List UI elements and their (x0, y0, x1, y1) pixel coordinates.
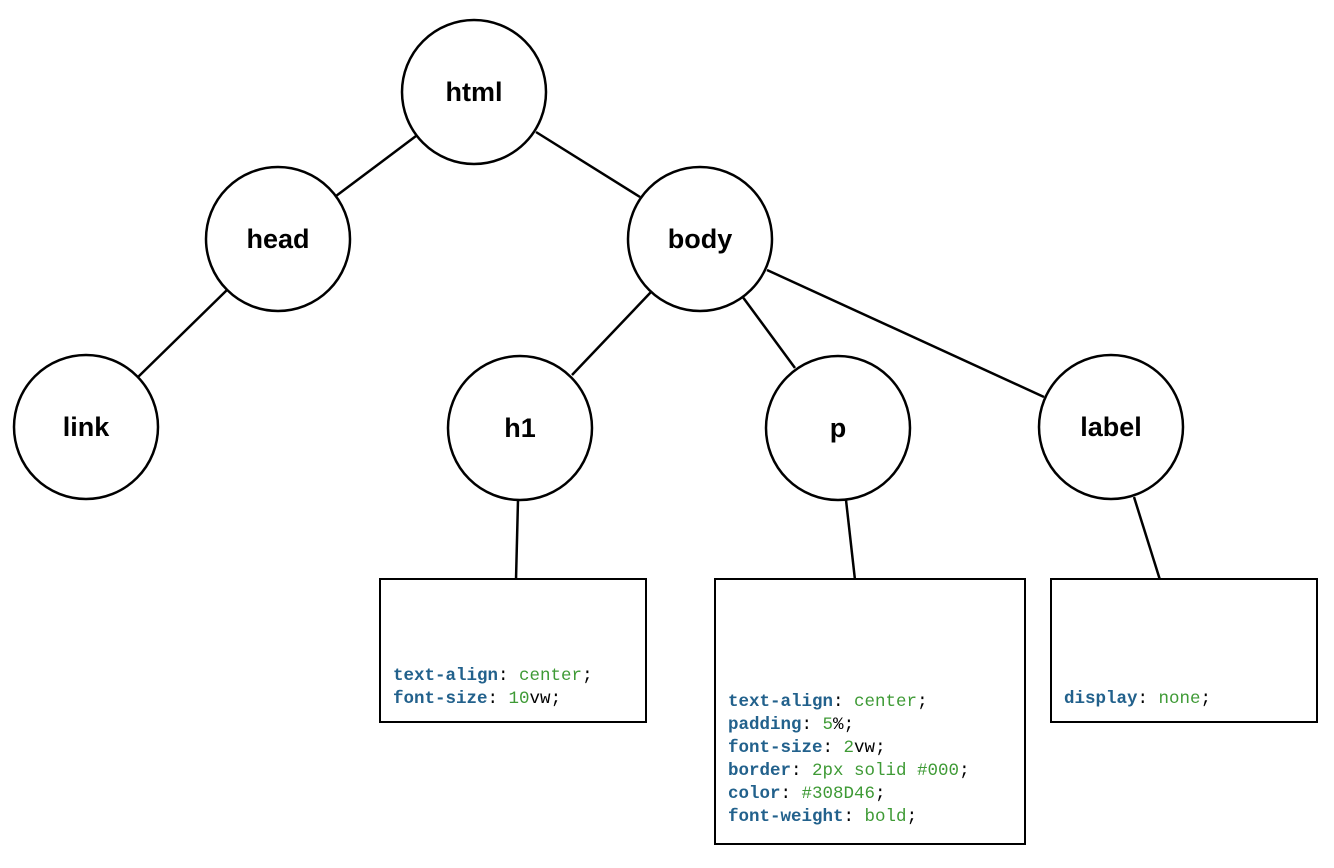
css-unit: % (833, 715, 844, 735)
css-declarations-h1: text-align: center; font-size: 10vw; (393, 665, 645, 711)
css-declaration: font-weight: bold; (728, 807, 918, 827)
node-label-h1: h1 (504, 413, 536, 443)
css-value: 5 (822, 715, 834, 735)
node-body: body (626, 165, 774, 313)
css-declaration: display: none; (1064, 689, 1212, 709)
css-property: font-weight (728, 807, 844, 827)
node-label-link: link (63, 412, 110, 442)
css-rule-box-h1: text-align: center; font-size: 10vw; (379, 578, 647, 723)
css-declarations-p: text-align: center; padding: 5%; font-size… (728, 691, 1024, 829)
node-p: p (764, 354, 912, 502)
node-label-p: p (830, 413, 847, 443)
edge-html-head (335, 135, 417, 197)
css-property: color (728, 784, 781, 804)
css-declaration: font-size: 2vw; (728, 738, 886, 758)
css-unit: vw (854, 738, 876, 758)
edge-head-link (136, 288, 229, 379)
node-label-body: body (668, 224, 733, 254)
css-declaration: font-size: 10vw; (393, 689, 562, 709)
css-declaration: text-align: center; (728, 692, 928, 712)
css-rule-box-label: display: none; (1050, 578, 1318, 723)
css-value: none (1158, 689, 1201, 709)
node-label: label (1037, 353, 1185, 501)
css-property: text-align (728, 692, 834, 712)
node-html: html (400, 18, 548, 166)
node-label-head: head (246, 224, 309, 254)
edge-label-rule (1132, 496, 1162, 581)
edge-body-h1 (571, 291, 652, 376)
edge-h1-rule (514, 499, 520, 581)
css-declaration: color: #308D46; (728, 784, 886, 804)
css-property: padding (728, 715, 802, 735)
edge-p-rule (844, 499, 857, 581)
css-value: center (854, 692, 918, 712)
css-value: 2px solid #000 (812, 761, 960, 781)
css-property: display (1064, 689, 1138, 709)
css-value: 2 (843, 738, 855, 758)
css-rule-box-p: text-align: center; padding: 5%; font-size… (714, 578, 1026, 845)
edge-body-label (766, 268, 1045, 399)
css-property: border (728, 761, 792, 781)
node-head: head (204, 165, 352, 313)
css-property: font-size (728, 738, 823, 758)
css-declarations-label: display: none; (1064, 688, 1316, 711)
node-h1: h1 (446, 354, 594, 502)
css-declaration: text-align: center; (393, 666, 593, 686)
css-value: bold (864, 807, 907, 827)
node-link: link (12, 353, 160, 501)
css-property: text-align (393, 666, 499, 686)
css-value: #308D46 (801, 784, 876, 804)
css-value: 10 (508, 689, 530, 709)
css-property: font-size (393, 689, 488, 709)
css-unit: vw (529, 689, 551, 709)
css-value: center (519, 666, 583, 686)
css-declaration: padding: 5%; (728, 715, 855, 735)
css-declaration: border: 2px solid #000; (728, 761, 970, 781)
edge-html-body (535, 130, 641, 199)
node-label-html: html (446, 77, 503, 107)
node-label-label: label (1080, 412, 1142, 442)
edge-body-p (740, 295, 797, 369)
